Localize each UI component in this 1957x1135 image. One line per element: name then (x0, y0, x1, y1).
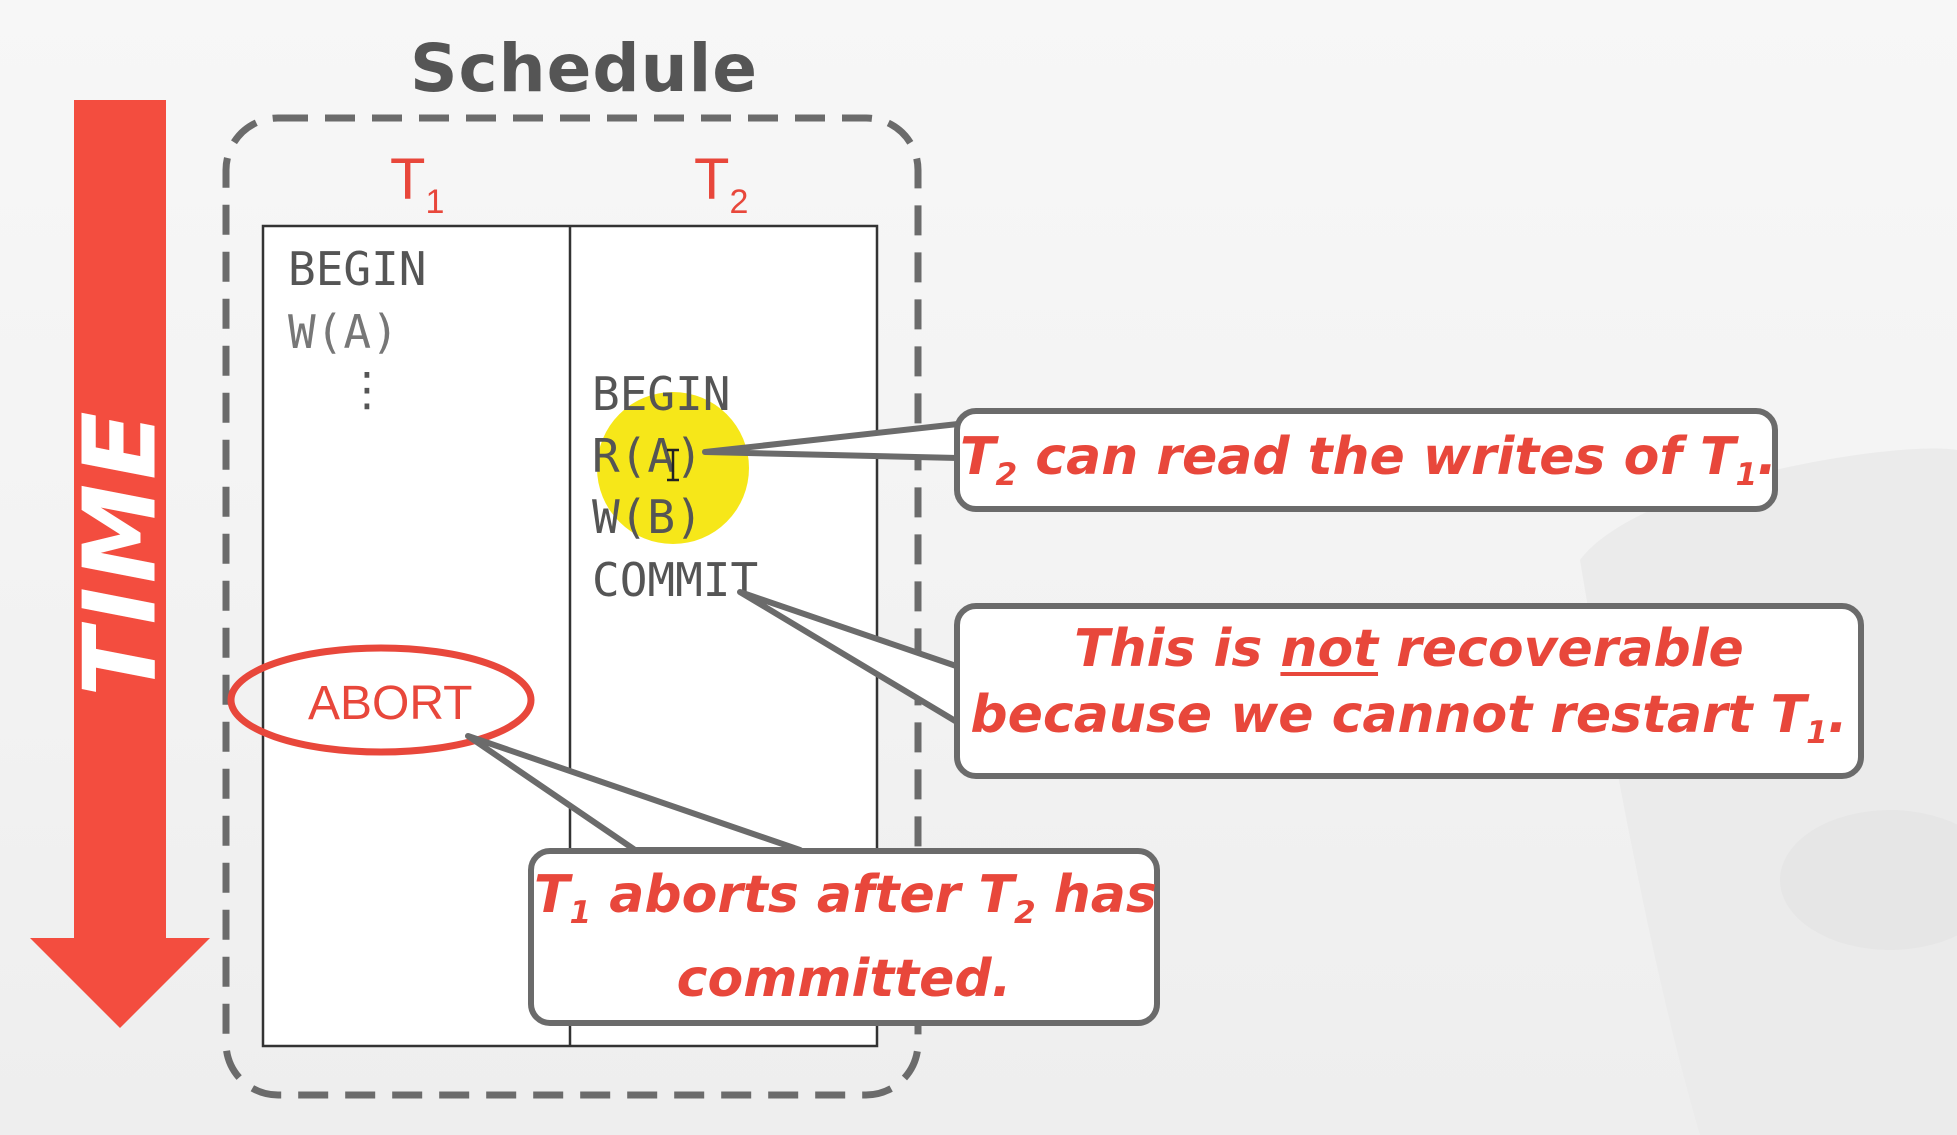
callout-not-recoverable-line1: This is not recoverable (1074, 619, 1744, 680)
t1-ellipsis: ⋮ (344, 362, 390, 416)
t2-read-a: R(A) (592, 429, 703, 483)
t2-write-b: W(B) (592, 490, 703, 544)
t2-commit: COMMIT (592, 553, 759, 607)
t2-header: T2 (694, 147, 749, 221)
schedule-title: Schedule (410, 30, 759, 107)
time-arrow (30, 100, 210, 1028)
t1-abort: ABORT (308, 677, 473, 730)
callout-read-writes: T2 can read the writes of T1. (954, 408, 1778, 512)
callout-read-text: T2 can read the writes of T1. (960, 427, 1777, 493)
t1-header: T1 (390, 147, 445, 221)
callout-not-recoverable: This is not recoverable because we canno… (954, 603, 1864, 779)
callout-t1-aborts: T1 aborts after T2 has committed. (528, 848, 1160, 1026)
callout-t1-aborts-line2: committed. (676, 948, 1012, 1009)
t1-begin: BEGIN (288, 242, 427, 296)
t2-begin: BEGIN (592, 367, 731, 421)
callout-not-recoverable-line2: because we cannot restart T1. (970, 685, 1848, 751)
text-cursor-icon (667, 448, 679, 482)
callout-t1-aborts-line1: T1 aborts after T2 has (534, 865, 1157, 931)
t1-write-a: W(A) (288, 305, 399, 359)
